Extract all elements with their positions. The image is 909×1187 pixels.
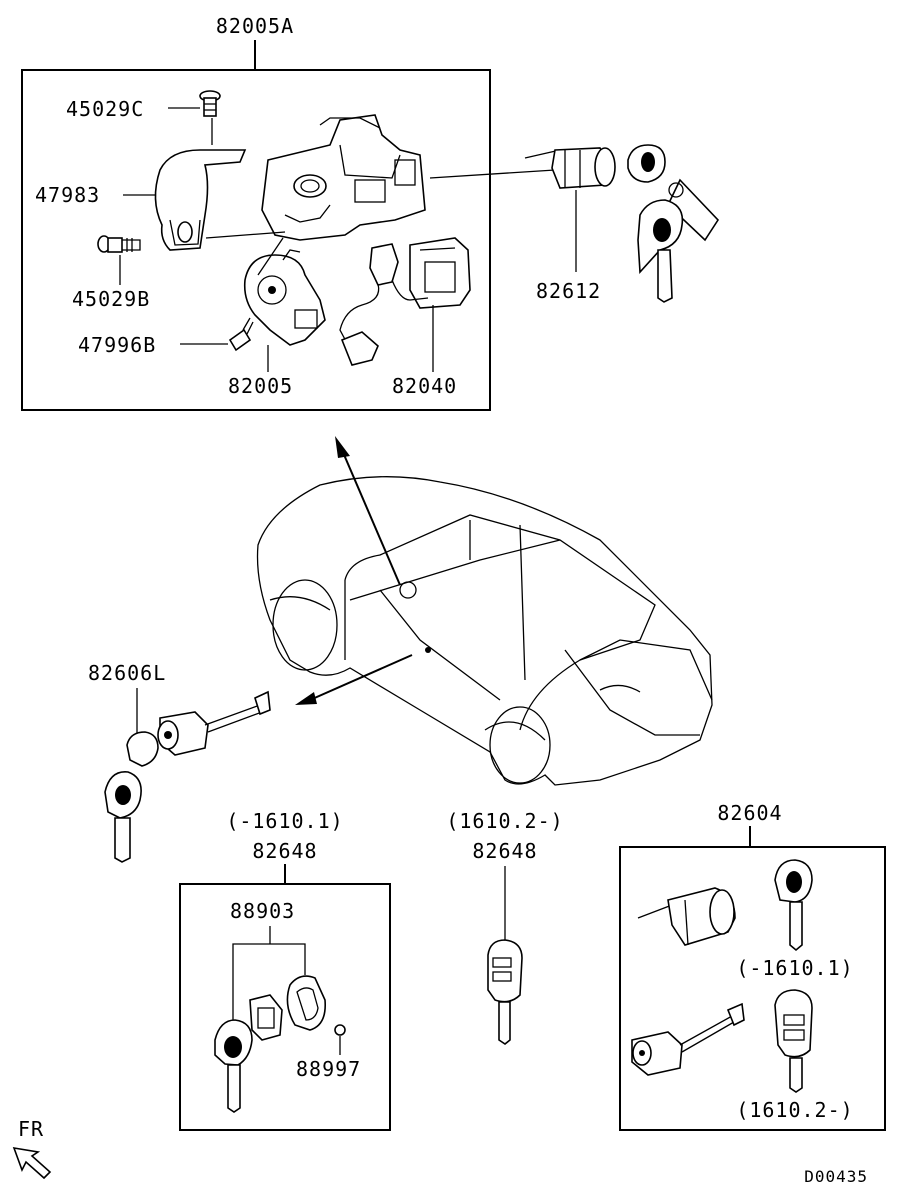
steering-column-cover: [154, 149, 247, 251]
callout-arrow-up: [335, 436, 401, 586]
transmitter-box: [179, 883, 391, 1131]
label-range-early-a[interactable]: (-1610.1): [226, 809, 343, 833]
key-set-group-82604: 82604 (-1610.1) (1610.2-): [619, 801, 886, 1131]
front-direction-indicator: FR: [12, 1117, 52, 1180]
transmitter-group-late: (1610.2-) 82648: [446, 809, 563, 1045]
label-82604[interactable]: 82604: [717, 801, 782, 825]
vehicle-outline: [256, 476, 713, 786]
front-direction-arrow-icon: [12, 1146, 52, 1180]
ignition-switch-82005: [243, 249, 326, 346]
label-88903[interactable]: 88903: [230, 899, 295, 923]
callout-arrow-left: [295, 654, 413, 705]
ignition-assembly-group: 82005A 45029C 47983 45029B: [21, 14, 556, 411]
label-range-early-b[interactable]: (-1610.1): [736, 956, 853, 980]
label-fr: FR: [18, 1117, 44, 1141]
label-45029C[interactable]: 45029C: [66, 97, 144, 121]
label-82648-a[interactable]: 82648: [252, 839, 317, 863]
label-82612[interactable]: 82612: [536, 279, 601, 303]
bolt-45029C: [199, 90, 221, 117]
label-47983[interactable]: 47983: [35, 183, 100, 207]
bolt-45029B: [97, 235, 141, 253]
label-82606L[interactable]: 82606L: [88, 661, 166, 685]
steering-lock-housing: [261, 114, 426, 241]
label-range-late-a[interactable]: (1610.2-): [446, 809, 563, 833]
door-cylinder-82606L: 82606L: [88, 661, 271, 863]
cylinder-key-group-82612: 82612: [524, 144, 720, 303]
diagram-code: D00435: [804, 1167, 868, 1186]
label-47996B[interactable]: 47996B: [78, 333, 156, 357]
label-88997[interactable]: 88997: [296, 1057, 361, 1081]
immobilizer-module-82040: [339, 237, 471, 366]
assembly-box: [21, 69, 491, 411]
label-82005A[interactable]: 82005A: [216, 14, 294, 38]
label-82648-b[interactable]: 82648: [472, 839, 537, 863]
label-45029B[interactable]: 45029B: [72, 287, 150, 311]
label-82005[interactable]: 82005: [228, 374, 293, 398]
key-set-box: [619, 846, 886, 1131]
label-82040[interactable]: 82040: [392, 374, 457, 398]
screw-47996B: [228, 317, 254, 352]
label-range-late-b[interactable]: (1610.2-): [736, 1098, 853, 1122]
transmitter-group-early: (-1610.1) 82648 88903 88997: [179, 809, 391, 1131]
